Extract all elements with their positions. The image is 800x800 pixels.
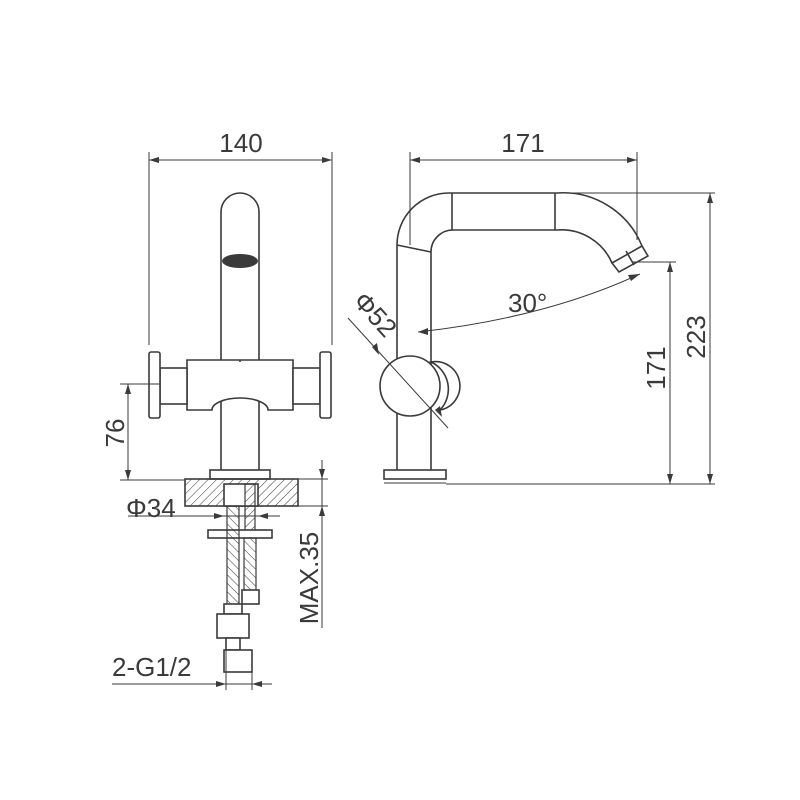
front-view: 140	[100, 128, 333, 690]
dimension-label-171-height: 171	[641, 346, 671, 389]
base-and-deck	[184, 469, 299, 673]
side-view: 171 Φ52	[348, 128, 715, 485]
dimension-connection: 2-G1/2	[112, 650, 272, 690]
dimension-label-223: 223	[681, 315, 711, 358]
dimension-label-30deg: 30°	[508, 288, 547, 318]
dimension-label-g12: 2-G1/2	[112, 652, 192, 682]
dimension-label-140: 140	[219, 128, 262, 158]
dimension-hole-diameter: Φ34	[126, 493, 280, 523]
faucet-body	[148, 192, 332, 470]
aerator-outlet	[222, 254, 258, 268]
dimension-spout-height: 171	[446, 262, 715, 485]
dimension-label-171-reach: 171	[501, 128, 544, 158]
dimension-label-max35: MAX.35	[294, 532, 324, 625]
dimension-handle-height: 76	[100, 383, 185, 481]
dimension-width-front: 140	[148, 128, 333, 345]
dimension-spout-reach: 171	[409, 128, 638, 245]
side-faucet-body	[379, 191, 650, 484]
dimension-label-phi34: Φ34	[126, 493, 176, 523]
dimension-max-thickness: MAX.35	[294, 460, 328, 628]
dimension-label-phi52: Φ52	[348, 286, 404, 343]
dimension-total-height: 223	[557, 192, 715, 484]
dimension-label-76: 76	[100, 419, 130, 448]
dimension-spout-angle: 30°	[417, 261, 676, 335]
